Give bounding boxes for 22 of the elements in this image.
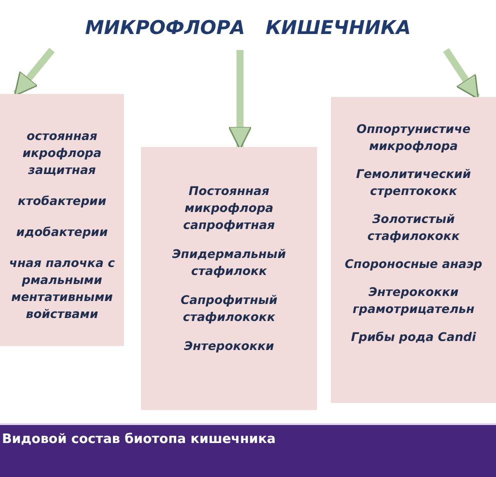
box-heading: Постоянная микрофлора сапрофитная xyxy=(182,183,276,234)
organism-name: Сапрофитный стафилококк xyxy=(180,292,278,326)
organism-name: Золотистый стафилококк xyxy=(366,211,461,245)
category-box xyxy=(141,147,317,410)
organism-name: чная палочка с рмальными ментативными войствами xyxy=(8,255,116,323)
box-heading: Оппортунистиче микрофлора xyxy=(356,121,472,155)
organism-name: Гемолитический стрептококк xyxy=(355,166,472,200)
node-label: МИКРОФЛОРА КИШЕЧНИКА xyxy=(85,16,411,41)
category-box xyxy=(331,97,496,403)
organism-name: Грибы рода Candi xyxy=(350,329,476,346)
caption: Видовой состав биотопа кишечника xyxy=(2,431,276,449)
organism-name: ктобактерии xyxy=(18,193,106,210)
arrow xyxy=(443,48,480,100)
organism-name: Спороносные анаэр xyxy=(344,256,482,273)
organism-name: Энтерококки грамотрицательн xyxy=(352,284,476,318)
organism-name: Эпидермальный стафилокк xyxy=(171,246,287,280)
category-box xyxy=(0,94,124,346)
box-heading: остоянная икрофлора защитная xyxy=(21,128,102,179)
organism-name: Энтерококки xyxy=(184,338,274,355)
arrow xyxy=(13,48,55,96)
organism-name: идобактерии xyxy=(16,224,108,241)
arrow xyxy=(228,50,252,150)
